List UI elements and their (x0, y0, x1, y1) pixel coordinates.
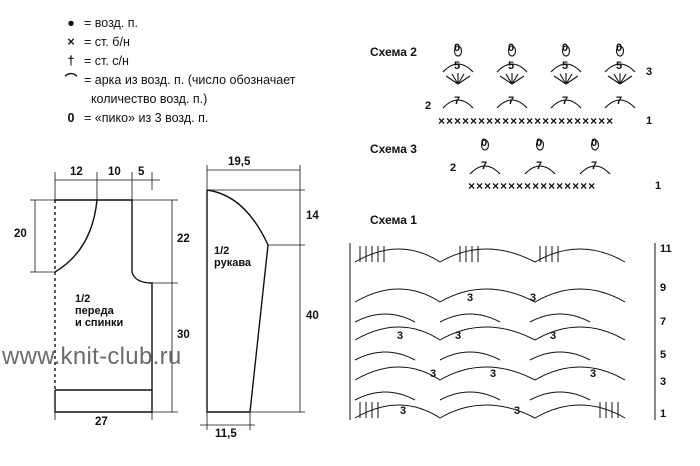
arch-count: 7 (616, 95, 623, 107)
arch-count: 3 (514, 405, 521, 417)
dim-bottom: 27 (95, 416, 108, 428)
row-number: 5 (660, 349, 667, 361)
legend-row-picot: 0 = «пико» из 3 возд. п. (58, 109, 295, 128)
sleeve-outline (200, 165, 305, 430)
legend: ● = возд. п. × = ст. б/н † = ст. с/н ⌒ =… (58, 14, 296, 128)
sleeve-label-line1: 1/2 (214, 245, 230, 257)
arch-count: 7 (536, 160, 543, 172)
sleeve-label: 1/2 рукава (214, 245, 251, 269)
arch-count: 7 (454, 95, 461, 107)
scheme2-sc-row: ×××××××××××××××××××××× (438, 114, 615, 128)
arch-count: 7 (562, 95, 569, 107)
row-number: 2 (450, 162, 457, 174)
sleeve-dim-top: 19,5 (228, 156, 251, 168)
scheme2-title: Схема 2 (370, 45, 417, 59)
dim-top-mid: 10 (108, 166, 121, 178)
scheme3-title: Схема 3 (370, 142, 417, 156)
picot-label: 0 (481, 137, 488, 149)
body-label-line2: переда (75, 305, 114, 317)
picot-label: 0 (508, 42, 515, 54)
double-crochet-icon: † (67, 54, 75, 68)
row-number: 11 (660, 243, 672, 255)
arch-count: 3 (400, 405, 407, 417)
row-number: 2 (425, 100, 432, 112)
row-number: 3 (660, 376, 667, 388)
row-number: 1 (655, 180, 662, 192)
sleeve-dim-bottom: 11,5 (215, 428, 237, 440)
picot-label: 0 (591, 137, 598, 149)
row-number: 1 (660, 408, 667, 420)
dim-top-left: 12 (70, 166, 83, 178)
row-number: 7 (660, 316, 667, 328)
scheme3-motifs (469, 139, 611, 175)
arch-count: 3 (467, 292, 474, 304)
arch-count: 3 (455, 330, 462, 342)
legend-row-sc: × = ст. б/н (58, 33, 295, 52)
row-number: 1 (646, 115, 653, 127)
arch-count: 5 (454, 60, 461, 72)
legend-row-dc: † = ст. с/н (58, 52, 295, 71)
arch-count: 5 (616, 60, 623, 72)
body-label-line3: и спинки (75, 317, 124, 329)
body-label: 1/2 переда и спинки (75, 293, 123, 329)
picot-label: 0 (536, 137, 543, 149)
legend-text: = ст. с/н (84, 54, 129, 68)
scheme2-fans (445, 73, 633, 85)
legend-text: = возд. п. (84, 16, 139, 30)
arch-count: 3 (430, 368, 437, 380)
scheme2-top-row (442, 63, 636, 109)
sleeve-dim-right-top: 14 (306, 210, 319, 222)
dim-top-right: 5 (138, 166, 145, 178)
body-outline (30, 172, 178, 420)
arch-count: 3 (490, 368, 497, 380)
row-number: 9 (660, 282, 667, 294)
arch-count: 3 (590, 368, 597, 380)
picot-label: 0 (454, 42, 461, 54)
scheme1-title: Схема 1 (370, 213, 417, 227)
chain-arch-icon: ⌒ (64, 73, 78, 87)
picot-label: 0 (616, 42, 623, 54)
arch-count: 3 (550, 330, 557, 342)
row-number: 3 (646, 66, 653, 78)
arch-count: 7 (481, 160, 488, 172)
chain-dot-icon: ● (67, 16, 75, 30)
arch-count: 7 (508, 95, 515, 107)
arch-count: 3 (397, 330, 404, 342)
scheme3-sc-row: ×××××××××××××××× (468, 179, 597, 193)
arch-count: 7 (591, 160, 598, 172)
dim-left: 20 (14, 228, 27, 240)
scheme1-stitch-columns (359, 246, 619, 418)
legend-row-chain: ● = возд. п. (58, 14, 295, 33)
legend-row-arch: ⌒ = арка из возд. п. (число обозначает к… (58, 71, 296, 109)
scheme2-picots (453, 45, 625, 57)
sleeve-label-line2: рукава (214, 257, 252, 269)
arch-count: 3 (530, 292, 537, 304)
watermark: www.knit-club.ru (2, 343, 182, 370)
dim-right-bottom: 30 (177, 329, 190, 341)
scheme1-chart (349, 243, 656, 420)
scheme2-motifs (442, 45, 636, 109)
legend-text: = «пико» из 3 возд. п. (84, 111, 209, 125)
single-crochet-x-icon: × (67, 35, 75, 49)
picot-label: 0 (562, 42, 569, 54)
picot-icon: 0 (67, 111, 75, 125)
legend-text: = ст. б/н (84, 35, 130, 49)
sleeve-dim-right-bottom: 40 (306, 310, 319, 322)
legend-text: = арка из возд. п. (число обозначает кол… (84, 73, 296, 106)
arch-count: 5 (562, 60, 569, 72)
dim-right-top: 22 (177, 233, 190, 245)
arch-count: 5 (508, 60, 515, 72)
body-label-line1: 1/2 (75, 293, 91, 305)
